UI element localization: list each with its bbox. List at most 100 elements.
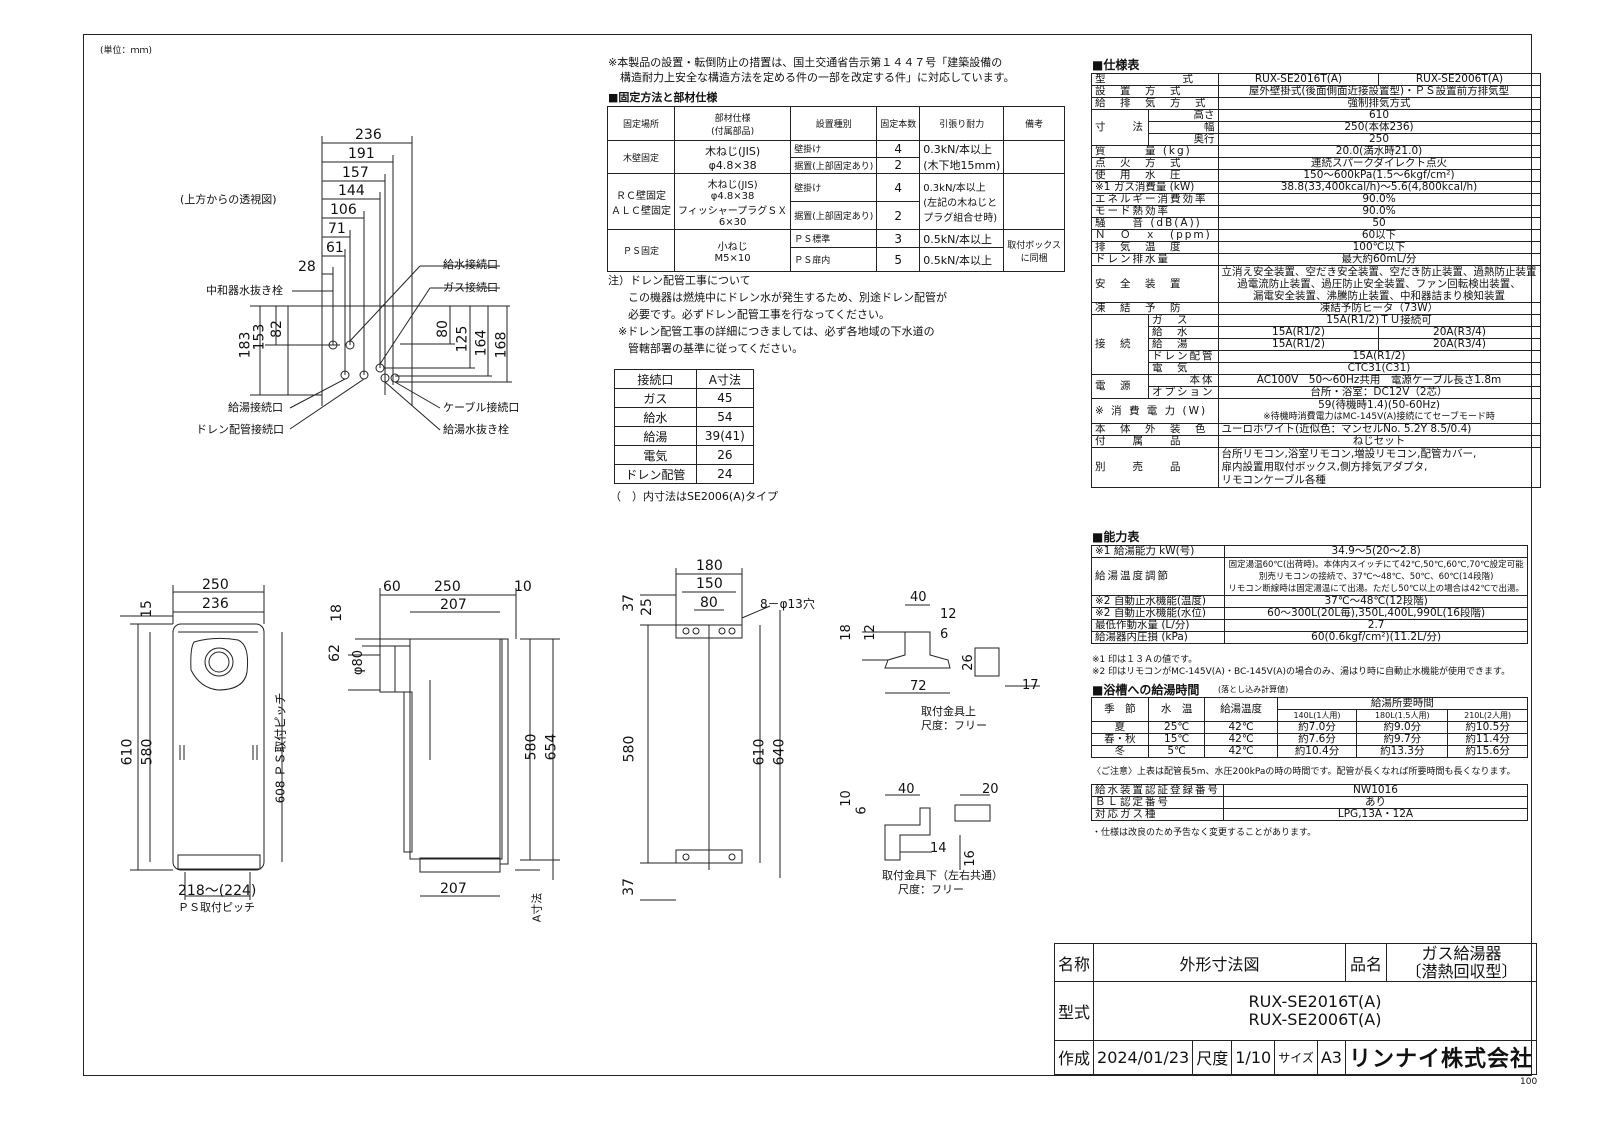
dim-183: 183 — [237, 331, 254, 359]
fix-r1-force: 0.3kN/本以上(木下地15mm) — [919, 140, 1005, 174]
spec-power-body-k: 本体 — [1148, 374, 1219, 387]
fix-h-force: 引張り耐力 — [919, 106, 1005, 141]
bath-r2-hot: 42℃ — [1204, 733, 1278, 746]
fix-h-place: 固定場所 — [607, 106, 675, 141]
fix-r3-force1: 0.5kN/本以上 — [919, 229, 1005, 248]
drain-note-1: 注）ドレン配管工事について — [608, 274, 751, 287]
tb-name: 外形寸法図 — [1093, 942, 1346, 983]
front-h610: 610 — [119, 738, 136, 766]
fix-r2-note — [1003, 173, 1065, 230]
spec-model-1: RUX-SE2016T(A) — [1217, 73, 1380, 86]
bath-r3-season: 冬 — [1091, 745, 1149, 758]
spec-conn-drain-k: ドレン配管 — [1148, 350, 1219, 363]
fix-r2-type1: 壁掛け — [790, 173, 878, 202]
drawing-frame — [83, 34, 1532, 1076]
front-h15: 15 — [138, 600, 155, 618]
final-note: ・仕様は改良のため予告なく変更することがあります。 — [1092, 828, 1317, 838]
fit-up-caption: 取付金具上 — [921, 705, 976, 718]
label-gas-inlet: ガス接続口 — [443, 281, 498, 294]
a-table-note: （ ）内寸法はSE2006(A)タイプ — [610, 490, 779, 503]
side-h654: 654 — [543, 733, 560, 761]
dim-80: 80 — [434, 320, 451, 338]
tb-product-1: ガス給湯器 — [1421, 943, 1502, 963]
dim-71: 71 — [328, 221, 346, 237]
tb-product: ガス給湯器 〔潜熱回収型〕 — [1385, 942, 1537, 983]
spec-sold-3: リモコンケーブル各種 — [1221, 474, 1326, 486]
side-d207: 207 — [440, 597, 467, 613]
tb-model-2: RUX-SE2006T(A) — [1248, 1010, 1382, 1029]
fix-h-note: 備考 — [1003, 106, 1065, 141]
spec-noise-v: 50 — [1217, 217, 1541, 230]
dim-106: 106 — [330, 202, 357, 218]
dim-168: 168 — [493, 331, 510, 359]
tb-size-label: サイズ — [1274, 1039, 1318, 1076]
spec-noise-k: 騒 音 (dB(A)) — [1091, 217, 1219, 230]
side-d62: 62 — [326, 644, 343, 662]
tb-scale: 1/10 — [1231, 1039, 1276, 1076]
fit-lo-40: 40 — [898, 782, 915, 797]
label-water-inlet: 給水接続口 — [443, 258, 498, 271]
dim-125: 125 — [454, 325, 471, 353]
bath-h-time: 給湯所要時間 — [1276, 697, 1529, 710]
ability-r4-k: 最低作動水量 (L/分) — [1090, 619, 1226, 632]
bath-table: 季 節 水 温 給湯温度 給湯所要時間 140L(1人用) 180L(1.5人用… — [1091, 697, 1529, 758]
fit-lo-scale: 尺度：フリー — [898, 883, 964, 896]
spec-color-k: 本 体 外 装 色 — [1091, 423, 1219, 436]
fit-up-12: 12 — [940, 607, 957, 622]
a-r3-k: 給湯 — [614, 426, 697, 446]
fit-up-6: 6 — [940, 627, 949, 642]
drain-note-3: 必要です。必ずドレン配管工事を行なってください。 — [628, 308, 891, 321]
spec-mode-k: モード熱効率 — [1091, 205, 1219, 218]
dim-61: 61 — [326, 240, 344, 256]
fit-up-scale: 尺度：フリー — [921, 719, 987, 732]
spec-safety-1: 立消え安全装置、空だき安全装置、空だき防止装置、過熱防止装置 — [1221, 266, 1537, 278]
fix-r1-note — [1003, 140, 1065, 174]
side-bottom207: 207 — [440, 881, 467, 897]
fit-lo-20: 20 — [982, 782, 999, 797]
spec-freeze-k: 凍 結 予 防 — [1091, 302, 1219, 315]
bath-r3-140: 約10.4分 — [1276, 745, 1358, 758]
bath-r1-180: 約9.0分 — [1356, 721, 1449, 734]
bath-caution: 〈ご注意〉上表は配管長5m、水圧200kPaの時の時間です。配管が長くなれば所要… — [1092, 767, 1516, 777]
mount-holes: 8－φ13穴 — [760, 597, 815, 611]
spec-install-k: 設 置 方 式 — [1091, 85, 1219, 98]
spec-drain-v: 最大約60mL/分 — [1217, 253, 1541, 266]
fit-up-12b: 12 — [862, 624, 878, 641]
spec-conn-elec-v: CTC31(C31) — [1217, 362, 1541, 375]
bath-h-hot: 給湯温度 — [1204, 697, 1278, 722]
dim-157: 157 — [342, 165, 369, 181]
fit-up-18: 18 — [838, 624, 854, 641]
spec-mass-k: 質 量 (kg) — [1091, 145, 1219, 158]
spec-conn-gas-k: ガ ス — [1148, 314, 1219, 327]
ability-r5-v: 60(0.6kgf/cm²)(11.2L/分) — [1224, 631, 1528, 644]
fix-r1-place: 木壁固定 — [607, 140, 675, 174]
cert-r1-k: 給水装置認証登録番号 — [1091, 784, 1224, 797]
front-w236: 236 — [202, 596, 229, 612]
ability-temp-v: 固定湯温60℃(出荷時)。本体内スイッチにて42℃,50℃,60℃,70℃設定可… — [1224, 557, 1528, 596]
spec-conn-drain-v: 15A(R1/2) — [1217, 350, 1541, 363]
spec-consume-1: 59(待機時1.4)(50-60Hz) — [1318, 399, 1440, 411]
front-bottom: 218～(224) — [178, 883, 257, 899]
tb-scale-label: 尺度 — [1192, 1039, 1233, 1076]
dim-144: 144 — [338, 183, 365, 199]
top-view-title: (上方からの透視図) — [180, 193, 277, 206]
spec-pressure-v: 150～600kPa(1.5～6kgf/cm²) — [1217, 169, 1541, 182]
spec-model-label: 型 式 — [1091, 73, 1219, 86]
title-block: 名称 外形寸法図 品名 ガス給湯器 〔潜熱回収型〕 型式 RUX-SE2016T… — [1053, 942, 1537, 1076]
cert-r3-k: 対応ガス種 — [1091, 808, 1224, 821]
spec-exhaust-temp-v: 100℃以下 — [1217, 241, 1541, 254]
front-pitch608: 608 ＰＳ取付ピッチ — [273, 692, 288, 804]
spec-size-w-k: 幅 — [1148, 121, 1219, 134]
bath-r1-140: 約7.0分 — [1276, 721, 1358, 734]
fix-r2-n1: 4 — [876, 173, 921, 202]
spec-ignition-v: 連続スパークダイレクト点火 — [1217, 157, 1541, 170]
mounting-view — [640, 568, 781, 901]
ability-temp-1: 固定湯温60℃(出荷時)。本体内スイッチにて42℃,50℃,60℃,70℃設定可… — [1228, 559, 1524, 570]
ability-r4-v: 2.7 — [1224, 619, 1528, 632]
side-d10: 10 — [514, 579, 532, 595]
fix-h-type: 設置種別 — [790, 106, 878, 141]
